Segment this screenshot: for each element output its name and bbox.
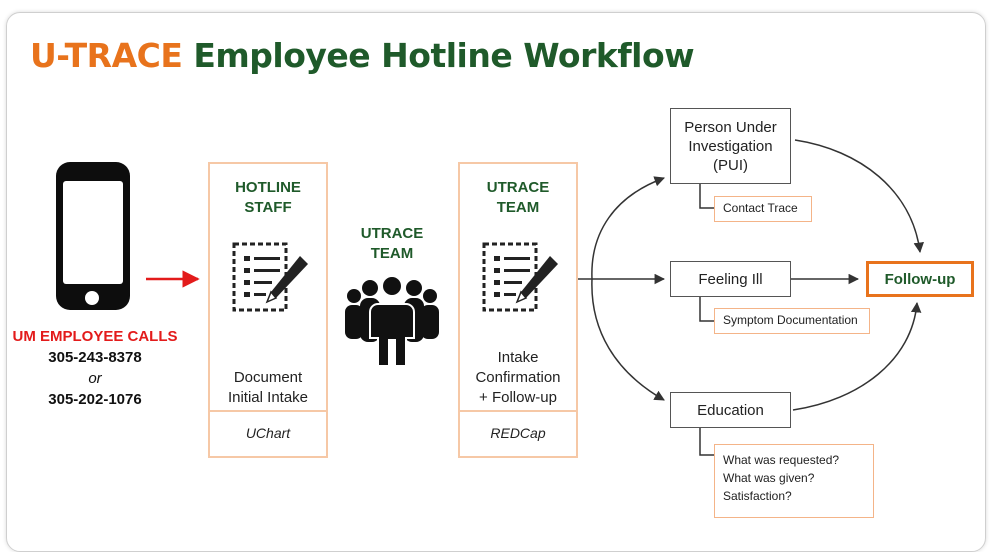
ill-note: Symptom Documentation bbox=[714, 308, 870, 334]
hotline-desc-line1: Document bbox=[233, 369, 303, 386]
hotline-desc-line2: Initial Intake bbox=[227, 389, 309, 406]
utrace-panel-title: UTRACE TEAM bbox=[460, 178, 576, 218]
team-label: UTRACE TEAM bbox=[352, 224, 432, 264]
education-node: Education bbox=[670, 392, 791, 428]
caller-or: or bbox=[88, 370, 102, 387]
education-to-followup-arrow bbox=[792, 301, 922, 411]
utrace-system: REDCap bbox=[460, 410, 576, 456]
utrace-panel-desc: Intake Confirmation + Follow-up bbox=[460, 348, 576, 408]
pui-to-followup-arrow bbox=[794, 139, 924, 254]
pui-note: Contact Trace bbox=[714, 196, 812, 222]
hotline-system: UChart bbox=[210, 410, 326, 456]
education-note-line3: Satisfaction? bbox=[723, 489, 792, 503]
team-label-line1: UTRACE bbox=[360, 225, 424, 242]
arc-to-pui bbox=[591, 176, 665, 280]
utrace-title-line2: TEAM bbox=[496, 199, 540, 216]
title-brand: U-TRACE bbox=[30, 36, 183, 75]
title-rest: Employee Hotline Workflow bbox=[182, 36, 695, 75]
utrace-desc-line1: Intake bbox=[497, 349, 539, 366]
education-note: What was requested? What was given? Sati… bbox=[714, 444, 874, 518]
hotline-panel-desc: Document Initial Intake bbox=[210, 368, 326, 408]
document-edit-icon bbox=[232, 242, 308, 312]
followup-node: Follow-up bbox=[866, 261, 974, 297]
caller-phone-2: 305-202-1076 bbox=[48, 391, 142, 408]
followup-label: Follow-up bbox=[884, 270, 956, 288]
utrace-desc-line2: Confirmation bbox=[475, 369, 561, 386]
hotline-staff-panel: HOTLINE STAFF Document Initial Intake UC… bbox=[208, 162, 328, 458]
utrace-desc-line3: + Follow-up bbox=[479, 389, 557, 406]
ill-note-connector bbox=[699, 297, 714, 322]
phone-screen bbox=[63, 181, 123, 284]
hotline-title-line2: STAFF bbox=[244, 199, 292, 216]
team-label-line2: TEAM bbox=[370, 245, 414, 262]
hotline-panel-title: HOTLINE STAFF bbox=[210, 178, 326, 218]
document-edit-icon bbox=[482, 242, 558, 312]
phone-home-button bbox=[85, 291, 99, 305]
utrace-team-panel: UTRACE TEAM Intake Confirmation + Follow… bbox=[458, 162, 578, 458]
pui-note-connector bbox=[699, 184, 714, 209]
education-label: Education bbox=[697, 401, 764, 419]
pui-line1: Person Under bbox=[684, 118, 777, 136]
hotline-title-line1: HOTLINE bbox=[235, 179, 301, 196]
page-title: U-TRACE Employee Hotline Workflow bbox=[30, 36, 695, 75]
arc-to-education bbox=[591, 278, 665, 401]
education-note-line1: What was requested? bbox=[723, 453, 840, 467]
team-people-icon bbox=[345, 276, 439, 367]
feeling-ill-label: Feeling Ill bbox=[698, 270, 763, 288]
education-note-connector bbox=[699, 428, 714, 456]
caller-info: UM EMPLOYEE CALLS 305-243-8378 or 305-20… bbox=[10, 326, 180, 410]
caller-label: UM EMPLOYEE CALLS bbox=[12, 328, 178, 345]
feeling-ill-node: Feeling Ill bbox=[670, 261, 791, 297]
caller-phone-1: 305-243-8378 bbox=[48, 349, 142, 366]
education-note-line2: What was given? bbox=[723, 471, 815, 485]
phone-icon bbox=[56, 162, 130, 310]
pui-node: Person Under Investigation (PUI) bbox=[670, 108, 791, 184]
utrace-title-line1: UTRACE bbox=[486, 179, 550, 196]
pui-line2: Investigation bbox=[688, 137, 773, 155]
pui-line3: (PUI) bbox=[713, 156, 748, 174]
